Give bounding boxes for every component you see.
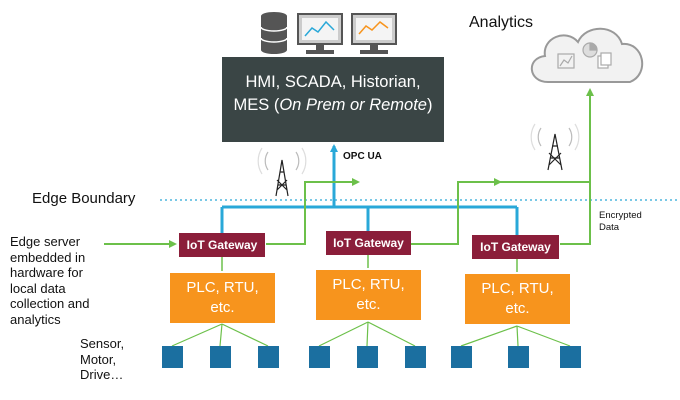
hmi-scada-box: HMI, SCADA, Historian, MES (On Prem or R… xyxy=(222,57,444,142)
database-icon xyxy=(260,12,288,54)
antenna-tower-icon-2 xyxy=(530,123,580,171)
analytics-label: Analytics xyxy=(469,14,534,31)
plc-gateway-links xyxy=(221,255,518,272)
plc-box-1: PLC, RTU, etc. xyxy=(170,273,275,323)
cloud-links xyxy=(104,88,594,248)
plc-line1: PLC, RTU, xyxy=(332,276,405,293)
hmi-line2-suffix: ) xyxy=(426,96,433,114)
sensor-line: Motor, xyxy=(80,351,117,367)
plc-line1: PLC, RTU, xyxy=(186,279,259,296)
plc-line2: etc. xyxy=(505,300,530,317)
device-links xyxy=(171,321,571,347)
edge-server-line: embedded in xyxy=(10,249,86,265)
field-device xyxy=(309,346,330,368)
sensor-line: Drive… xyxy=(80,367,124,382)
edge-server-label: Edge server embedded in hardware for loc… xyxy=(10,234,90,327)
field-device xyxy=(560,346,581,368)
edge-server-line: local data xyxy=(10,280,66,296)
plc-line2: etc. xyxy=(210,299,235,316)
hmi-line1: HMI, SCADA, Historian, xyxy=(245,73,421,91)
field-device xyxy=(451,346,472,368)
hmi-line2: MES (On Prem or Remote) xyxy=(222,96,444,115)
field-device xyxy=(162,346,183,368)
sensor-label: Sensor, Motor, Drive… xyxy=(80,336,124,383)
opcua-label: OPC UA xyxy=(343,151,382,162)
analytics-chart-icon xyxy=(557,42,612,69)
monitor-icon xyxy=(297,13,343,54)
cloud-icon xyxy=(530,27,644,83)
antenna-tower-icon xyxy=(257,147,307,197)
edge-server-line: Edge server xyxy=(10,234,81,249)
monitor-icon-2 xyxy=(351,13,397,54)
opcua-bus xyxy=(220,144,519,235)
edge-server-line: hardware for xyxy=(10,265,83,280)
iot-gateway-3: IoT Gateway xyxy=(472,235,559,259)
sensor-line: Sensor, xyxy=(80,336,125,351)
plc-box-3: PLC, RTU, etc. xyxy=(465,274,570,324)
plc-line2: etc. xyxy=(356,296,381,313)
plc-box-2: PLC, RTU, etc. xyxy=(316,270,421,320)
edge-server-line: collection and xyxy=(10,296,90,311)
field-device xyxy=(405,346,426,368)
hmi-line2-prefix: MES ( xyxy=(233,96,280,114)
field-device xyxy=(508,346,529,368)
field-device xyxy=(357,346,378,368)
field-device xyxy=(210,346,231,368)
hmi-line2-italic: On Prem or Remote xyxy=(279,96,427,114)
iot-gateway-1: IoT Gateway xyxy=(179,233,265,257)
field-device xyxy=(258,346,279,368)
edge-boundary-label: Edge Boundary xyxy=(32,190,136,207)
encrypted-label-1: Encrypted xyxy=(599,210,642,221)
plc-line1: PLC, RTU, xyxy=(481,280,554,297)
encrypted-label-2: Data xyxy=(599,222,620,233)
iot-gateway-2: IoT Gateway xyxy=(326,231,411,255)
edge-server-line: analytics xyxy=(10,311,61,327)
